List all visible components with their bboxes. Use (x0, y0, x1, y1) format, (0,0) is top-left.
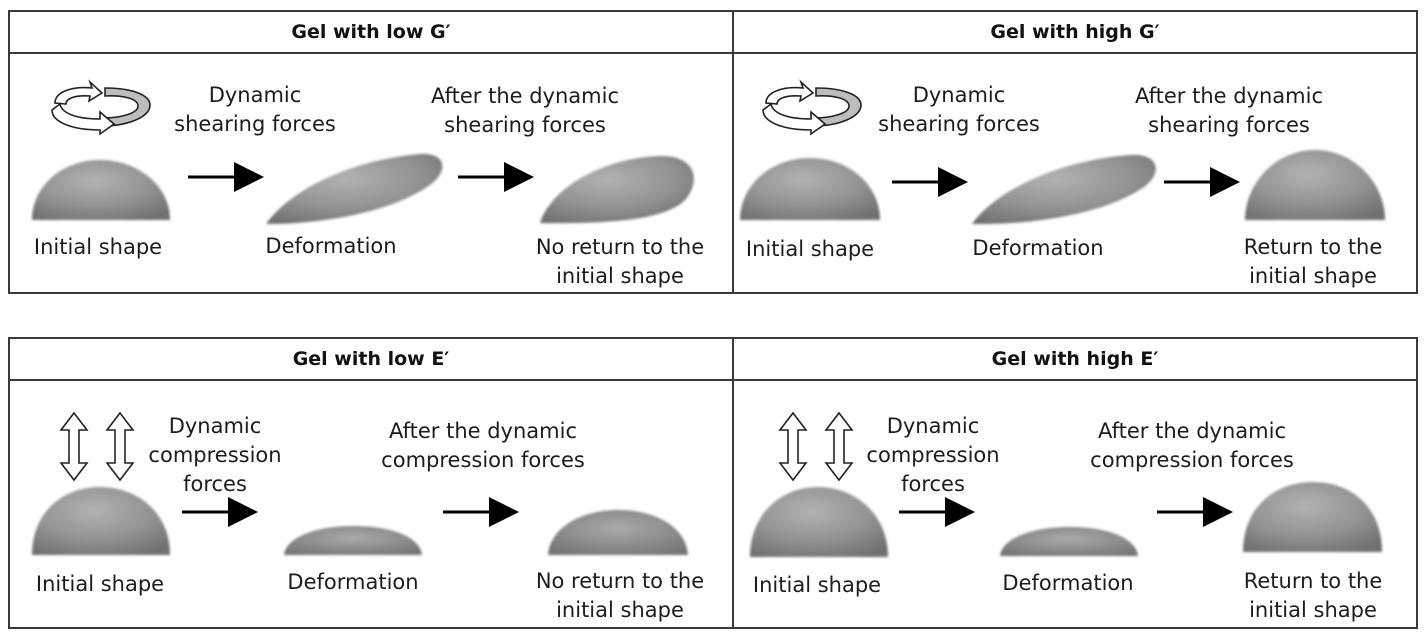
shear-force-label-low-g: Dynamic shearing forces (170, 81, 340, 139)
result-label-high-g: Return to the initial shape (1218, 233, 1408, 291)
after-compression-label-low-e: After the dynamic compression forces (368, 417, 598, 475)
compression-icon-high-e (780, 413, 852, 480)
after-shear-label-high-g: After the dynamic shearing forces (1119, 82, 1339, 140)
compression-force-label-high-e: Dynamic compression forces (858, 412, 1008, 499)
initial-shape-label-low-g: Initial shape (22, 233, 174, 262)
result-label-low-g: No return to the initial shape (525, 233, 715, 291)
gel-deformed-high-e (1000, 527, 1138, 556)
initial-shape-label-low-e: Initial shape (24, 570, 176, 599)
after-compression-label-high-e: After the dynamic compression forces (1077, 417, 1307, 475)
gel-initial-low-g (32, 160, 170, 220)
gel-result-low-g (540, 156, 694, 223)
deformation-label-low-g: Deformation (256, 232, 406, 261)
initial-shape-label-high-e: Initial shape (741, 571, 893, 600)
deformation-label-high-e: Deformation (993, 569, 1143, 598)
gel-deformed-high-g (972, 155, 1156, 224)
gel-result-high-e (1243, 482, 1382, 552)
result-label-low-e: No return to the initial shape (525, 567, 715, 625)
compression-icon-low-e (61, 413, 133, 480)
gel-deformed-low-g (266, 154, 442, 224)
compression-force-label-low-e: Dynamic compression forces (140, 412, 290, 499)
after-shear-label-low-g: After the dynamic shearing forces (415, 82, 635, 140)
result-label-high-e: Return to the initial shape (1218, 567, 1408, 625)
gel-initial-high-g (740, 158, 880, 220)
initial-shape-label-high-g: Initial shape (734, 235, 886, 264)
rotation-icon-high-g (763, 82, 861, 134)
shear-force-label-high-g: Dynamic shearing forces (874, 81, 1044, 139)
gel-result-high-g (1245, 150, 1385, 220)
gel-result-low-e (548, 510, 688, 555)
deformation-label-low-e: Deformation (278, 568, 428, 597)
gel-deformed-low-e (284, 526, 422, 555)
deformation-label-high-g: Deformation (963, 234, 1113, 263)
rotation-icon-low-g (52, 82, 150, 134)
